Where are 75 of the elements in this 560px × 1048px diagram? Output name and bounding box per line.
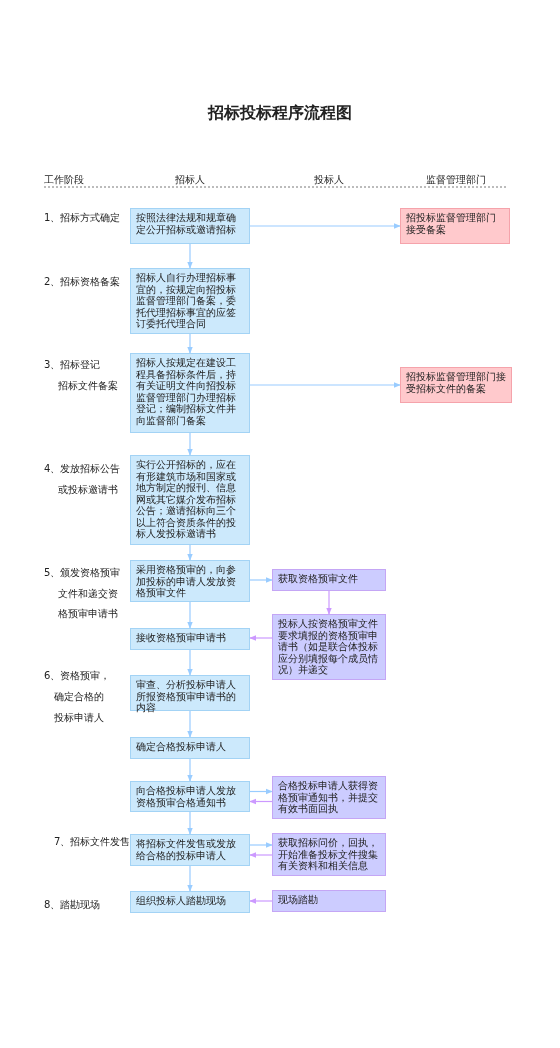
arrow [187,865,193,892]
diagram-title: 招标投标程序流程图 [206,103,353,124]
step-text: 获取招标问价，回执，开始准备投标文件搜集有关资料和相关信息 [278,837,379,872]
step-text: 投标人按资格预审文件要求填报的资格预审申请书（如是联合体投标应分别填报每个成员情况）并递交 [278,618,379,676]
stage-label: 投标申请人 [54,713,104,723]
stage-label: 5、颁发资格预审 [44,568,121,578]
arrow [249,842,273,848]
step-text: 招标人按规定在建设工程具备招标条件后，持有关证明文件向招投标监督管理部门办理招标登记；编制招标文件并向监督部门备案 [136,357,237,426]
process-box [272,776,386,819]
step-text: 确定合格投标申请人 [136,741,227,753]
step-text: 获取资格预审文件 [278,573,359,585]
process-box [130,781,250,812]
stage-label: 6、资格预审， [44,671,111,681]
process-box [400,367,512,403]
process-box [272,569,386,591]
step-text: 组织投标人踏勘现场 [136,895,227,907]
stage-label: 3、招标登记 [44,360,101,370]
step-text: 审查、分析投标申请人所报资格预审申请书的内容 [136,679,237,714]
arrow [187,333,193,354]
arrow [187,649,193,676]
process-box [272,890,386,912]
step-text: 现场踏勘 [278,894,319,906]
stage-label: 文件和递交资 [58,589,118,599]
stage-label: 确定合格的 [54,692,104,702]
process-box [130,675,250,711]
arrow [249,798,273,805]
process-box [272,614,386,680]
arrow [187,710,193,738]
step-text: 招投标监督管理部门接受招标文件的备案 [406,371,506,394]
process-box [130,891,250,913]
process-box [130,353,250,433]
column-header: 监督管理部门 [426,175,486,185]
arrow [249,577,273,583]
arrow [249,898,273,904]
step-text: 按照法律法规和规章确定公开招标或邀请招标 [136,212,237,235]
process-box [130,834,250,866]
stage-label: 2、招标资格备案 [44,277,121,287]
step-text: 招标人自行办理招标事宜的，按规定向招投标监督管理部门备案，委托代理招标事宜的应签订委托代理合同 [136,272,237,330]
arrow [326,590,332,615]
process-box [130,268,250,334]
column-header: 投标人 [314,175,344,185]
step-text: 采用资格预审的，向参加投标的申请人发放资格预审文件 [136,564,237,599]
arrow [187,758,193,782]
step-text: 将招标文件发售或发放给合格的投标申请人 [136,838,237,861]
step-text: 招投标监督管理部门接受备案 [406,212,497,235]
arrow [249,852,273,858]
process-box [130,737,250,759]
step-text: 实行公开招标的，应在有形建筑市场和国家或地方制定的报刊、信息网或其它媒介发布招标公告；邀请招标向三个以上符合资质条件的投标人发投标邀请书 [136,459,237,540]
arrow [249,788,273,795]
step-text: 接收资格预审申请书 [136,632,227,644]
stage-label: 招标文件备案 [58,381,118,391]
stage-label: 4、发放招标公告 [44,464,121,474]
process-box [130,208,250,244]
step-text: 向合格投标申请人发放资格预审合格通知书 [136,785,237,808]
process-box [272,833,386,876]
arrow [187,432,193,456]
column-header: 工作阶段 [44,175,84,185]
stage-label: 7、招标文件发售 [54,837,131,847]
process-box [130,560,250,602]
process-box [400,208,510,244]
column-header: 招标人 [175,175,205,185]
stage-label: 或投标邀请书 [58,485,118,495]
stage-label: 1、招标方式确定 [44,213,121,223]
arrow [187,544,193,561]
arrow [249,223,401,229]
arrow [187,811,193,835]
stage-label: 格预审申请书 [58,609,118,619]
step-text: 合格投标申请人获得资格预审通知书，并提交有效书面回执 [278,780,379,815]
process-box [130,455,250,545]
process-box [130,628,250,650]
arrow [249,635,273,641]
arrow [187,243,193,269]
arrow [249,382,401,388]
arrow [187,601,193,629]
stage-label: 8、踏勘现场 [44,900,101,910]
